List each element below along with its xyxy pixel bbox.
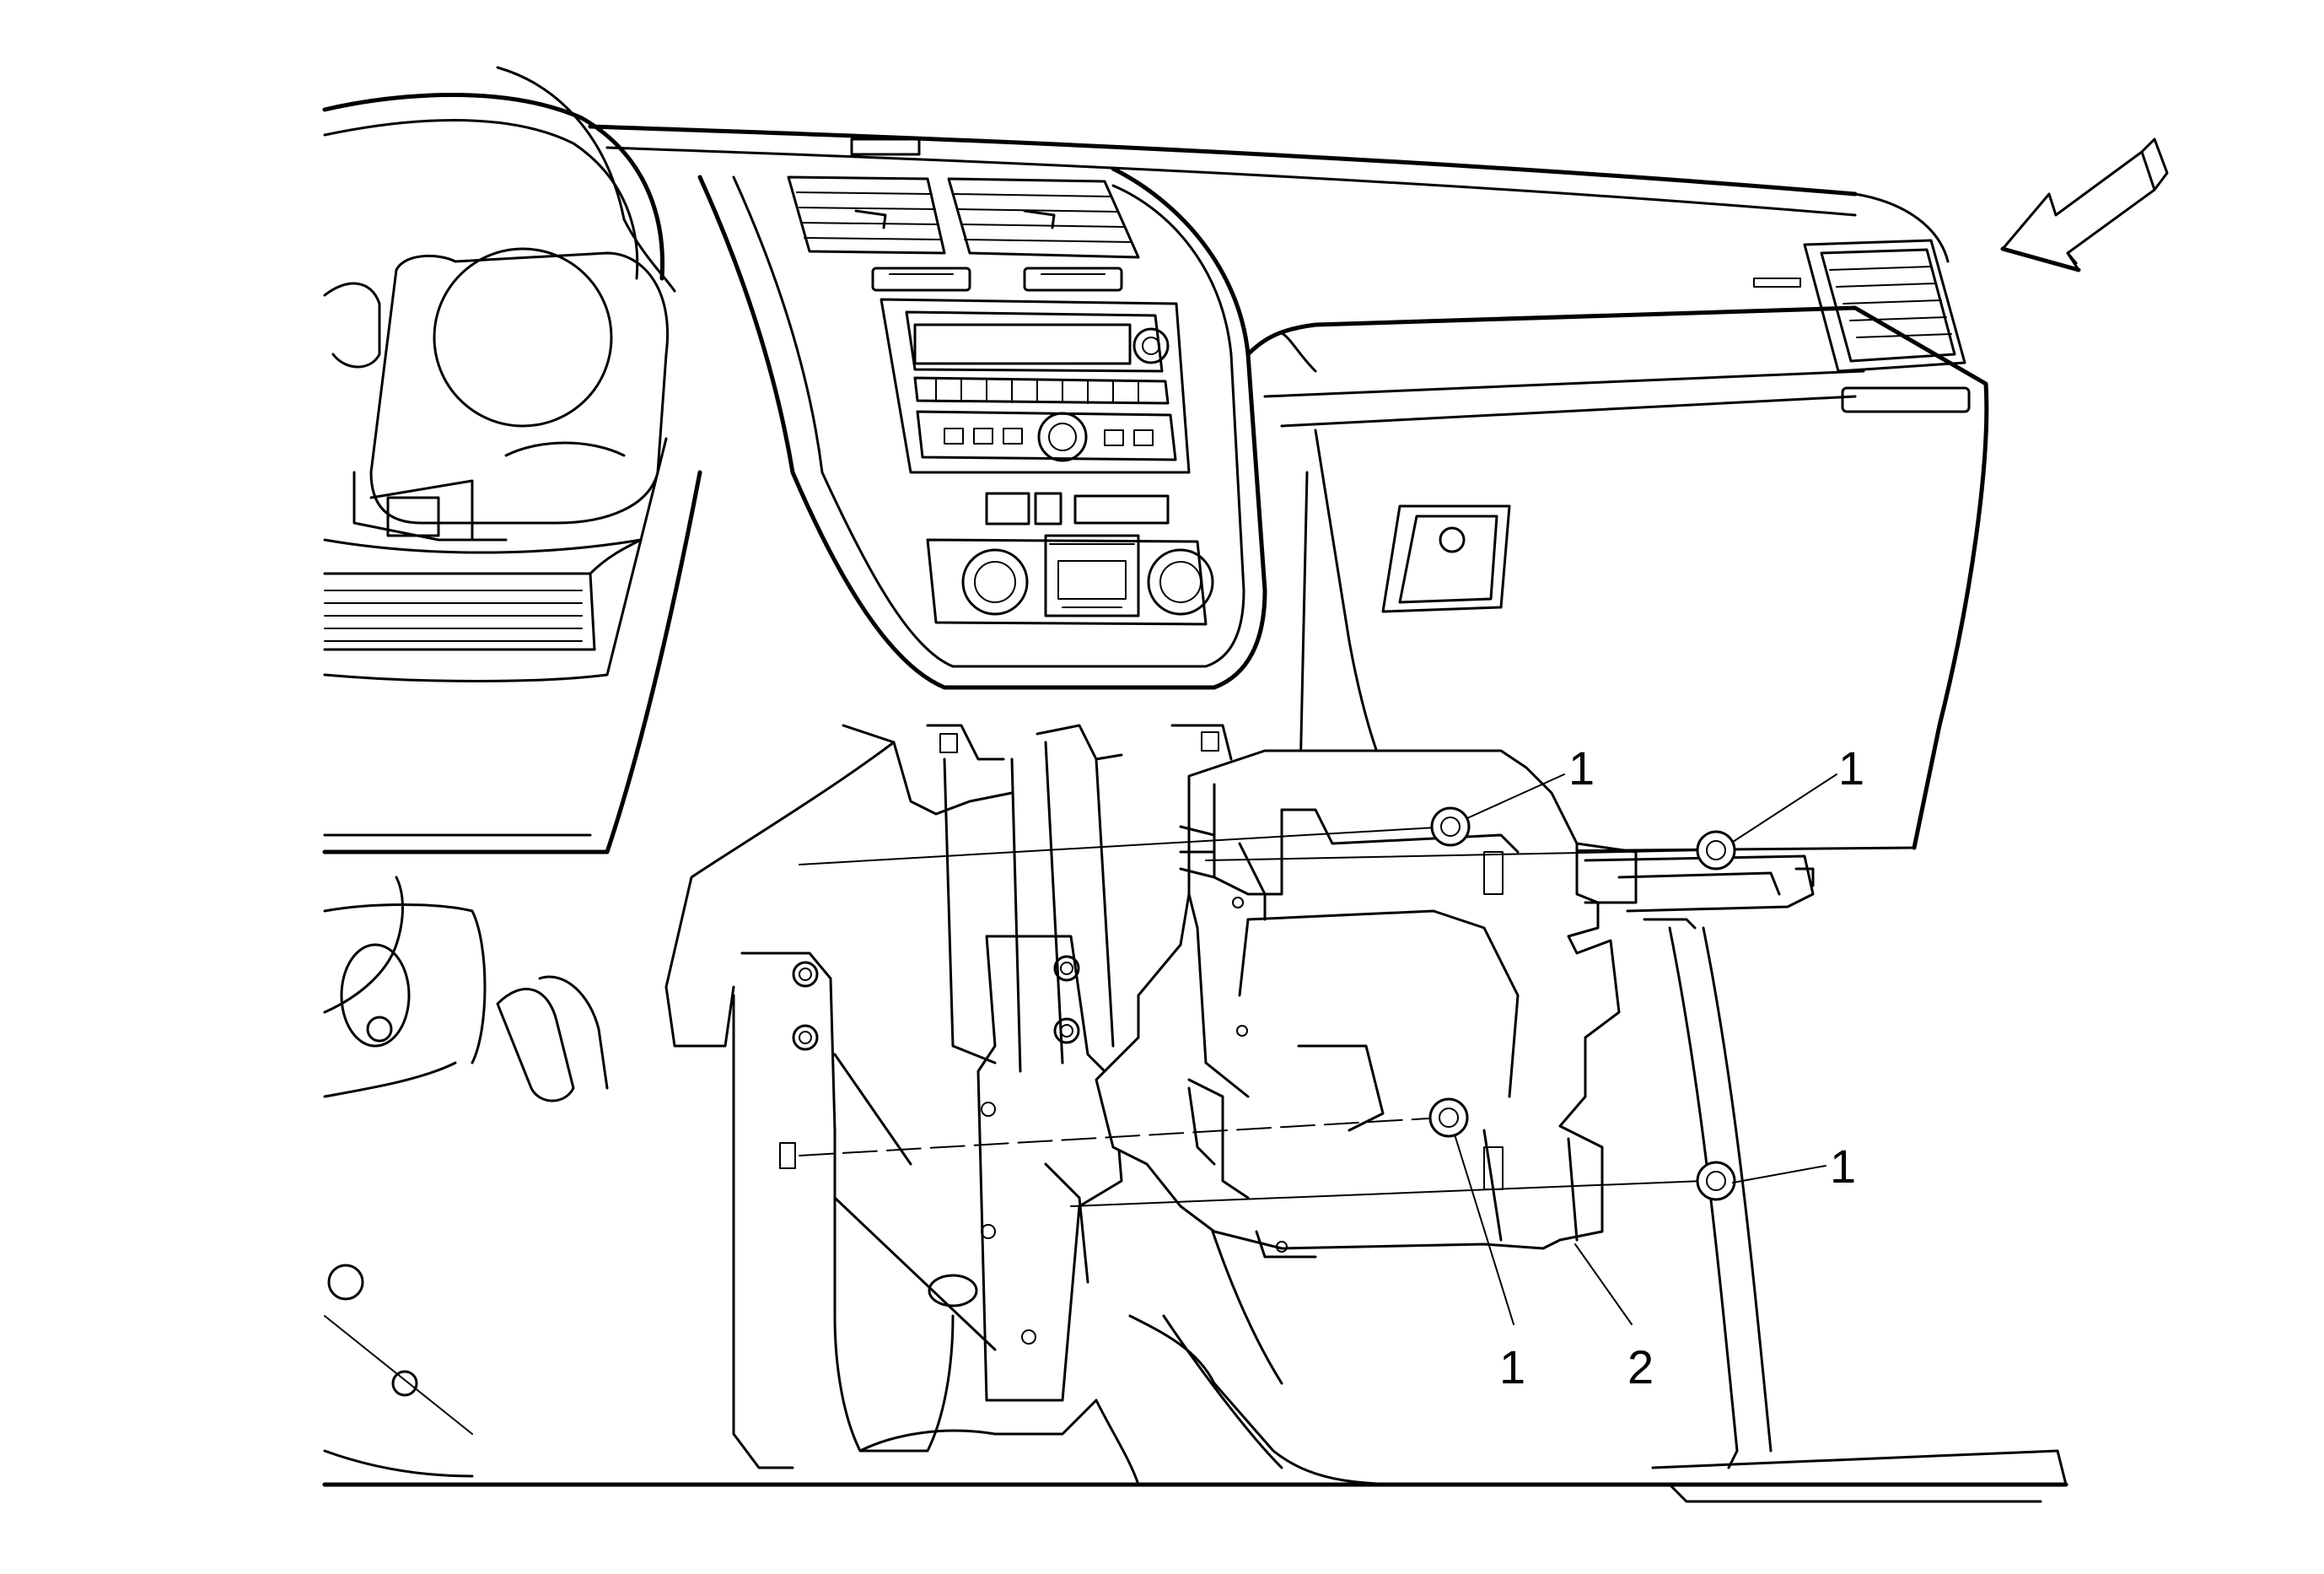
passenger-dash xyxy=(1245,239,1989,854)
fastener-leader-lines xyxy=(799,826,1704,1207)
dash-top xyxy=(588,124,1950,263)
callout-label-1a: 1 xyxy=(1568,741,1595,795)
callout-leaders xyxy=(1454,774,1837,1325)
fastener-nut-3 xyxy=(1428,1097,1469,1138)
steering-wheel xyxy=(322,66,676,651)
module-housing xyxy=(1095,749,1638,1259)
fastener-nut-1 xyxy=(1430,806,1471,847)
callout-label-1d: 1 xyxy=(1499,1340,1525,1393)
fastener-nut-2 xyxy=(1696,830,1736,871)
callout-label-2: 2 xyxy=(1627,1340,1654,1393)
view-direction-arrow-icon xyxy=(2000,137,2169,272)
left-dash-panel xyxy=(322,437,2068,1487)
fastener-nut-4 xyxy=(1696,1161,1736,1201)
callout-label-1c: 1 xyxy=(1830,1140,1856,1193)
callout-label-1b: 1 xyxy=(1838,741,1864,795)
right-bracket xyxy=(1584,854,1815,930)
center-stack xyxy=(697,166,1267,690)
